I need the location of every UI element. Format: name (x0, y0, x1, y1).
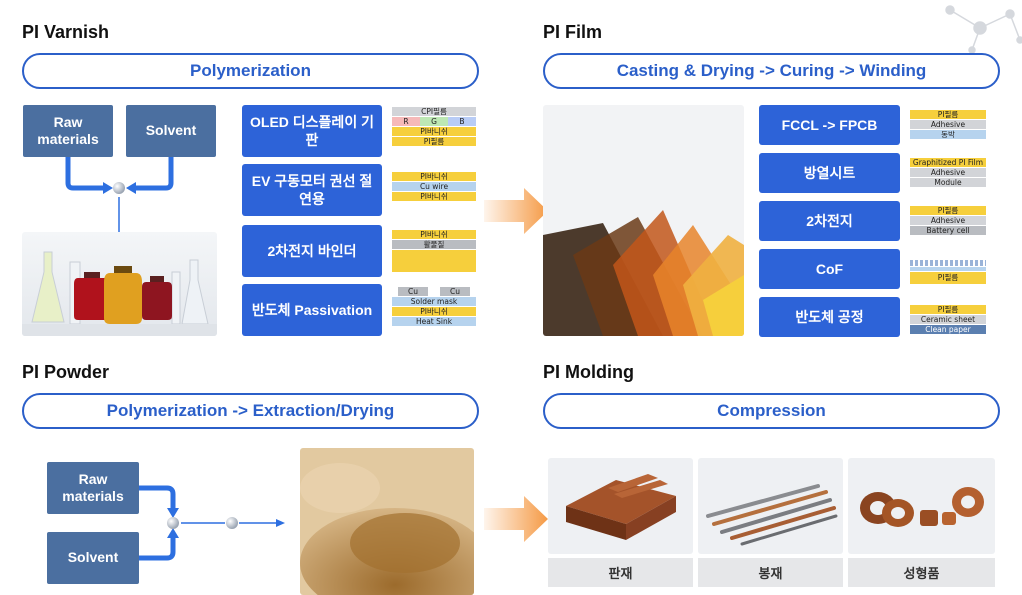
layer-graphitized-pi: Graphitized PI Film (910, 158, 986, 167)
film-stack-semiconductor: PI필름 Ceramic sheet Clean paper (910, 305, 986, 335)
film-title: PI Film (543, 22, 603, 42)
layer-solder-mask: Solder mask (392, 297, 476, 306)
film-stack-battery: PI필름 Adhesive Battery cell (910, 206, 986, 236)
layer-adhesive: Adhesive (910, 120, 986, 129)
transition-arrow-bottom-icon (484, 496, 548, 542)
layer-active-material: 활물질 (392, 240, 476, 249)
layer-pi-film: PI필름 (392, 137, 476, 146)
layer-cu-left: Cu (398, 287, 428, 296)
transition-arrow-top-icon (484, 188, 548, 234)
film-stack-cof: PI필름 (910, 260, 986, 285)
film-stack-heat: Graphitized PI Film Adhesive Module (910, 158, 986, 188)
layer-r: R (392, 117, 420, 126)
layer-adhesive: Adhesive (910, 168, 986, 177)
layer-pi-film: PI필름 (910, 110, 986, 119)
layer-cu-wire: Cu wire (392, 182, 476, 191)
film-process-pill: Casting & Drying -> Curing -> Winding (543, 53, 1000, 89)
layer-b: B (448, 117, 476, 126)
molding-caption-plate: 판재 (548, 558, 693, 587)
layer-binder-fill (392, 250, 476, 272)
film-app-battery: 2차전지 (759, 201, 900, 241)
powder-mixing-flow-icon (139, 485, 285, 561)
layer-pi-varnish: PI바니쉬 (392, 230, 476, 239)
layer-pi-film: PI필름 (910, 305, 986, 314)
layer-cof-chip-dots (910, 260, 986, 266)
varnish-stack-ev: PI바니쉬 Cu wire PI바니쉬 (392, 172, 476, 202)
film-app-semiconductor: 반도체 공정 (759, 297, 900, 337)
layer-cu-right: Cu (440, 287, 470, 296)
layer-ceramic-sheet: Ceramic sheet (910, 315, 986, 324)
layer-module: Module (910, 178, 986, 187)
powder-solvent-box: Solvent (47, 532, 139, 584)
layer-cof-circuit (910, 267, 986, 271)
layer-copper-foil: 동박 (910, 130, 986, 139)
varnish-stack-oled: CPI필름 R G B PI바니쉬 PI필름 (392, 107, 476, 147)
molding-process-pill: Compression (543, 393, 1000, 429)
varnish-process-pill: Polymerization (22, 53, 479, 89)
varnish-raw-materials-box: Raw materials (23, 105, 113, 157)
layer-pi-film: PI필름 (910, 272, 986, 284)
varnish-solvent-box: Solvent (126, 105, 216, 157)
powder-title: PI Powder (22, 362, 110, 382)
varnish-app-battery-binder: 2차전지 바인더 (242, 225, 382, 277)
molding-parts-photo (848, 458, 995, 554)
varnish-lab-bottles-photo (22, 232, 217, 336)
layer-rgb: R G B (392, 117, 476, 126)
layer-cpi-film: CPI필름 (392, 107, 476, 116)
layer-cu-pads: Cu Cu (392, 287, 476, 296)
molding-title: PI Molding (543, 362, 634, 382)
powder-process-pill: Polymerization -> Extraction/Drying (22, 393, 479, 429)
layer-pi-varnish-top: PI바니쉬 (392, 172, 476, 181)
molding-caption-rod: 봉재 (698, 558, 843, 587)
layer-pi-varnish-bottom: PI바니쉬 (392, 192, 476, 201)
powder-raw-materials-box: Raw materials (47, 462, 139, 514)
film-app-heat-sheet: 방열시트 (759, 153, 900, 193)
layer-g: G (420, 117, 448, 126)
varnish-stack-passivation: Cu Cu Solder mask PI바니쉬 Heat Sink (392, 287, 476, 327)
varnish-app-oled: OLED 디스플레이 기판 (242, 105, 382, 157)
varnish-stack-binder: PI바니쉬 활물질 (392, 230, 476, 272)
layer-pi-film: PI필름 (910, 206, 986, 215)
film-app-fccl: FCCL -> FPCB (759, 105, 900, 145)
film-sheets-photo (543, 105, 744, 336)
layer-pi-varnish: PI바니쉬 (392, 307, 476, 316)
molecule-decoration-icon (945, 5, 1022, 54)
molding-rod-photo (698, 458, 843, 554)
layer-battery-cell: Battery cell (910, 226, 986, 235)
molding-caption-molded-part: 성형품 (848, 558, 995, 587)
varnish-app-passivation: 반도체 Passivation (242, 284, 382, 336)
molding-plate-photo (548, 458, 693, 554)
layer-clean-paper: Clean paper (910, 325, 986, 334)
varnish-title: PI Varnish (22, 22, 110, 42)
film-app-cof: CoF (759, 249, 900, 289)
layer-adhesive: Adhesive (910, 216, 986, 225)
film-stack-fccl: PI필름 Adhesive 동박 (910, 110, 986, 140)
powder-pile-photo (300, 448, 474, 595)
layer-pi-varnish: PI바니쉬 (392, 127, 476, 136)
layer-heat-sink: Heat Sink (392, 317, 476, 326)
varnish-app-ev-motor: EV 구동모터 권선 절연용 (242, 164, 382, 216)
